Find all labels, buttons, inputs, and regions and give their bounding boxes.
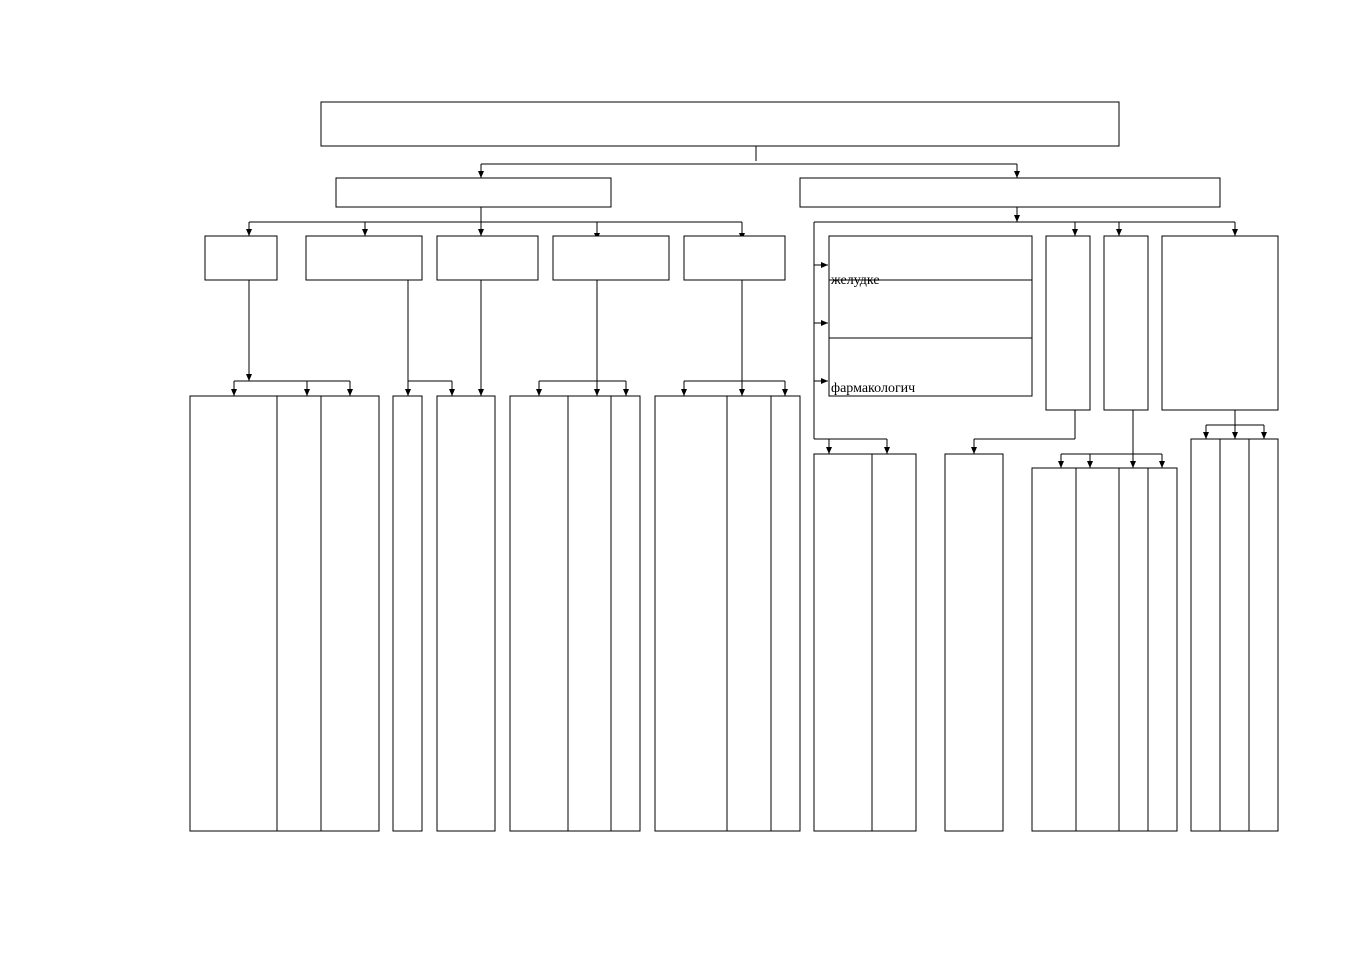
root-box (320, 101, 1120, 147)
column-6 (509, 395, 569, 832)
column-13 (871, 453, 917, 832)
pharmacological-label: фармакологич (831, 381, 915, 396)
column-19 (1190, 438, 1221, 832)
right-wide-box (1161, 235, 1279, 411)
column-17 (1118, 467, 1149, 832)
column-8 (610, 395, 641, 832)
column-9 (654, 395, 728, 832)
right-stack-box-3 (828, 337, 1033, 397)
column-15 (1031, 467, 1077, 832)
column-7 (567, 395, 612, 832)
left-down-connectors (231, 280, 788, 396)
column-1 (189, 395, 278, 832)
column-21 (1248, 438, 1279, 832)
left-branch-box (335, 177, 612, 208)
column-3 (320, 395, 380, 832)
right-stack-box-2 (828, 279, 1033, 339)
left-l3-box-1 (204, 235, 278, 281)
column-5 (436, 395, 496, 832)
root-connectors (478, 146, 1020, 178)
left-columns (189, 395, 801, 832)
left-l3-box-5 (683, 235, 786, 281)
right-columns (813, 438, 1279, 832)
column-14 (944, 453, 1004, 832)
left-l3-box-3 (436, 235, 539, 281)
column-2 (276, 395, 322, 832)
left-branch-connectors (246, 207, 745, 240)
column-10 (726, 395, 772, 832)
right-branch-connectors (813, 207, 1238, 454)
right-narrow-box-2 (1103, 235, 1149, 411)
stomach-label: желудке (830, 273, 880, 288)
column-12 (813, 453, 873, 832)
column-16 (1075, 467, 1120, 832)
left-l3-box-4 (552, 235, 670, 281)
right-narrow-box-1 (1045, 235, 1091, 411)
left-l3-box-2 (305, 235, 423, 281)
column-20 (1219, 438, 1250, 832)
right-branch-box (799, 177, 1221, 208)
column-11 (770, 395, 801, 832)
right-stack-box-1 (828, 235, 1033, 281)
column-18 (1147, 467, 1178, 832)
column-4 (392, 395, 423, 832)
right-down-connectors (971, 410, 1267, 468)
